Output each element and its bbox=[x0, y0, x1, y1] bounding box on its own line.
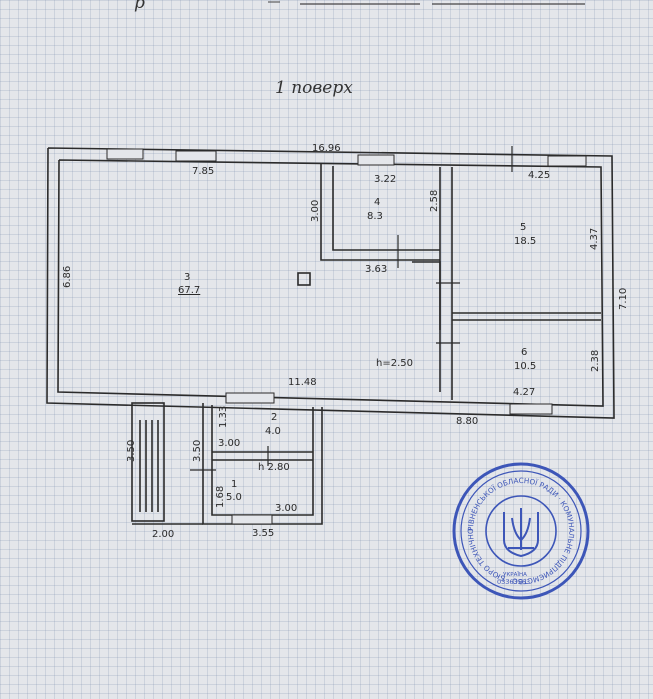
window bbox=[357, 154, 395, 166]
stamp-code: 03363563 bbox=[497, 578, 530, 586]
dim-room6-right: 2.38 bbox=[590, 350, 601, 372]
walls bbox=[46, 147, 615, 525]
header-fragment: р bbox=[134, 0, 145, 13]
room-number: 5 bbox=[520, 222, 526, 233]
stamp-inner-ring bbox=[485, 495, 557, 567]
corridor-wall bbox=[412, 261, 441, 330]
dim-room3-right: 3.00 bbox=[310, 200, 321, 222]
dim-bottom-right: 8.80 bbox=[456, 416, 478, 427]
trident-icon bbox=[503, 508, 539, 558]
porch-steps bbox=[131, 402, 165, 522]
stamp-country: УКРАЇНА bbox=[503, 571, 527, 578]
dim-room3-left: 6.86 bbox=[62, 266, 73, 288]
column bbox=[297, 272, 311, 286]
floor-title: 1 поверх bbox=[275, 78, 353, 98]
room4-wall bbox=[320, 163, 440, 261]
dim-room4-right: 2.58 bbox=[429, 190, 440, 212]
window bbox=[547, 155, 587, 167]
dim-room3-bottom: 11.48 bbox=[288, 377, 317, 388]
doors bbox=[190, 146, 513, 471]
room-area: 4.0 bbox=[265, 426, 281, 437]
ceiling-height-annex: h 2.80 bbox=[258, 462, 290, 473]
window bbox=[106, 148, 144, 160]
dim-room2-bottom: 3.00 bbox=[218, 438, 240, 449]
room-number: 6 bbox=[521, 347, 527, 358]
stamp-outer-ring bbox=[452, 462, 590, 600]
room-number: 3 bbox=[184, 272, 190, 283]
dim-annex-bottom: 3.55 bbox=[252, 528, 274, 539]
dim-room6-bottom: 4.27 bbox=[513, 387, 535, 398]
room-area: 5.0 bbox=[226, 492, 242, 503]
room-number: 4 bbox=[374, 197, 380, 208]
outer-wall-inner-face bbox=[57, 159, 604, 407]
dim-porch-bottom: 2.00 bbox=[152, 529, 174, 540]
dim-right-overall: 7.10 bbox=[618, 288, 629, 310]
dim-room1-left: 1.68 bbox=[215, 486, 226, 508]
dim-top-overall: 16.96 bbox=[312, 143, 341, 154]
dimension-labels: 16.96 7.85 6.86 3.00 11.48 3.22 2.58 3.6… bbox=[62, 143, 629, 540]
dim-room2-left: 1.33 bbox=[218, 406, 229, 428]
window bbox=[509, 403, 553, 415]
window bbox=[225, 392, 275, 404]
dim-annex-left: 3.50 bbox=[192, 440, 203, 462]
dim-room4-bottom: 3.63 bbox=[365, 264, 387, 275]
room4-wall-inner bbox=[332, 166, 440, 251]
dim-room1-bottom: 3.00 bbox=[275, 503, 297, 514]
room-area: 67.7 bbox=[178, 285, 200, 296]
stamp-ring bbox=[460, 470, 582, 592]
dim-porch-left: 3.50 bbox=[126, 440, 137, 462]
dim-room3-top: 7.85 bbox=[192, 166, 214, 177]
ceiling-height-main: h=2.50 bbox=[376, 358, 413, 369]
room-number: 2 bbox=[271, 412, 277, 423]
room-area: 18.5 bbox=[514, 236, 536, 247]
dim-room5-right: 4.37 bbox=[589, 228, 600, 250]
window bbox=[231, 514, 273, 525]
dim-room5-top: 4.25 bbox=[528, 170, 550, 181]
room-area: 8.3 bbox=[367, 211, 383, 222]
outer-wall bbox=[46, 147, 615, 419]
room-area: 10.5 bbox=[514, 361, 536, 372]
windows bbox=[106, 148, 587, 525]
room-labels: 3 67.7 4 8.3 5 18.5 6 10.5 2 4.0 1 5.0 bbox=[178, 197, 536, 503]
room-number: 1 bbox=[231, 479, 237, 490]
dim-room4-top: 3.22 bbox=[374, 174, 396, 185]
window bbox=[175, 150, 217, 162]
